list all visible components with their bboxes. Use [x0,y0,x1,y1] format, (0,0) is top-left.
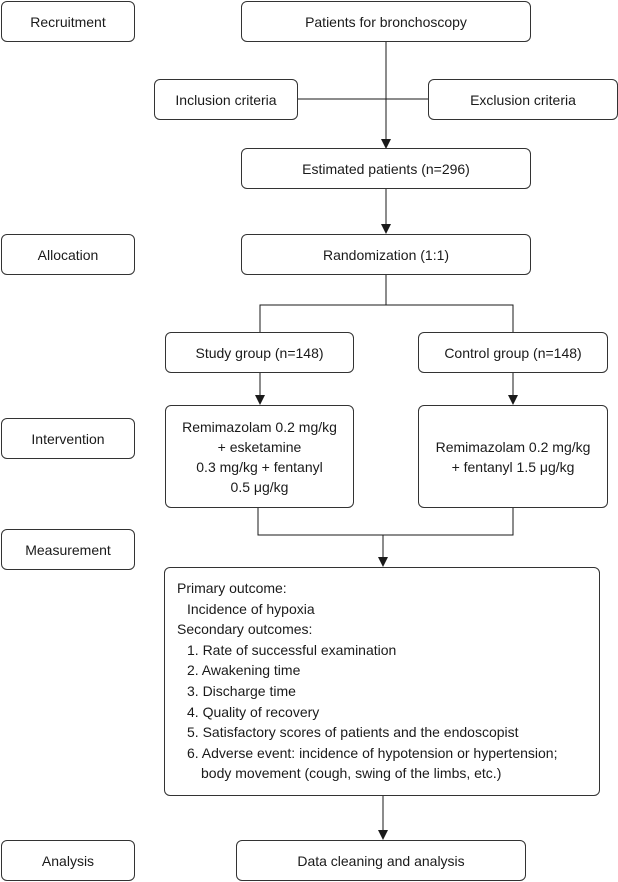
stage-intervention: Intervention [1,418,135,459]
study-intervention-line: 0.5 μg/kg [230,478,289,495]
intervention-merge [257,508,514,536]
randomization-box: Randomization (1:1) [241,234,531,275]
study-intervention-line: 0.3 mg/kg + fentanyl [196,458,323,475]
outcomes-box: Primary outcome: Incidence of hypoxia Se… [164,567,600,796]
randomization-split-right [386,304,514,332]
secondary-outcome-item-continued: body movement (cough, swing of the limbs… [201,765,502,782]
inclusion-box: Inclusion criteria [154,79,298,120]
stage-analysis: Analysis [1,840,135,881]
control-intervention-box: Remimazolam 0.2 mg/kg + fentanyl 1.5 μg/… [418,405,608,508]
secondary-outcome-item: 2. Awakening time [187,662,301,679]
control-intervention-line: Remimazolam 0.2 mg/kg [435,438,591,455]
exclusion-box: Exclusion criteria [428,79,618,120]
primary-outcome-item: Incidence of hypoxia [187,600,315,617]
control-intervention-line: + fentanyl 1.5 μg/kg [451,458,575,475]
secondary-outcome-item: 1. Rate of successful examination [187,641,397,658]
study-intervention-line: + esketamine [217,438,302,455]
secondary-outcome-item: 5. Satisfactory scores of patients and t… [187,724,519,741]
study-intervention-box: Remimazolam 0.2 mg/kg + esketamine 0.3 m… [165,405,354,508]
control-group-box: Control group (n=148) [418,332,608,373]
secondary-outcome-item: 4. Quality of recovery [187,703,320,720]
data-analysis-box: Data cleaning and analysis [236,840,526,881]
study-intervention-line: Remimazolam 0.2 mg/kg [182,418,337,435]
patients-box: Patients for bronchoscopy [241,1,531,42]
stage-measurement: Measurement [1,529,135,570]
secondary-outcomes-title: Secondary outcomes: [177,621,313,638]
estimated-box: Estimated patients (n=296) [241,148,531,189]
primary-outcome-title: Primary outcome: [177,580,287,596]
secondary-outcome-item: 3. Discharge time [187,682,296,699]
stage-recruitment: Recruitment [1,1,135,42]
stage-allocation: Allocation [1,234,135,275]
secondary-outcome-item: 6. Adverse event: incidence of hypotensi… [187,744,558,761]
randomization-split [259,275,387,332]
study-group-box: Study group (n=148) [165,332,354,373]
